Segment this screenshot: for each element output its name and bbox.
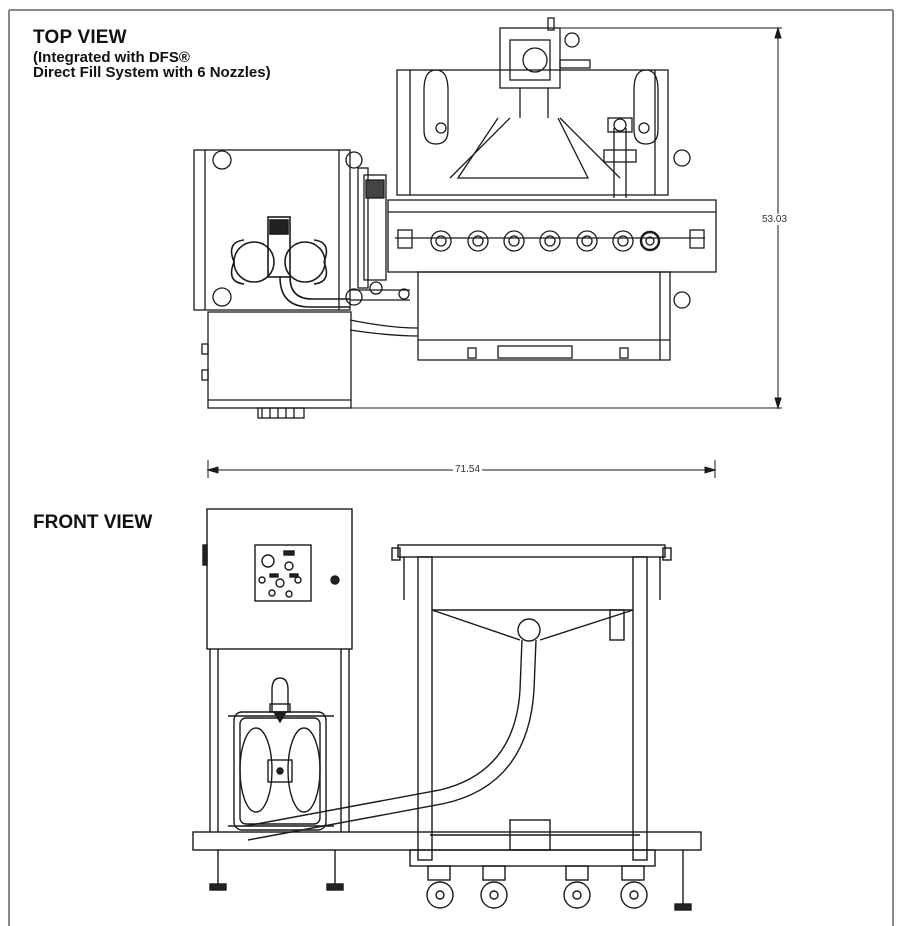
top-view-title: TOP VIEW <box>33 27 127 48</box>
top-tank-base <box>417 271 671 361</box>
front-diaphragm-pump <box>228 677 334 831</box>
width-dimension-label: 71.54 <box>453 464 483 475</box>
front-hose <box>245 639 523 827</box>
front-leveling-feet <box>209 850 692 911</box>
top-view-subtitle-line-2: Direct Fill System with 6 Nozzles) <box>33 64 271 81</box>
top-nozzles <box>430 230 661 252</box>
top-side-cylinder <box>363 174 387 281</box>
top-wheel-1 <box>212 150 232 170</box>
control-panel-faceplate <box>254 544 312 602</box>
top-hopper-frame <box>396 69 669 196</box>
page-border <box>8 9 894 926</box>
top-pump <box>230 216 350 308</box>
top-pump-enclosure <box>193 149 351 311</box>
front-view-title: FRONT VIEW <box>33 512 153 533</box>
top-view-drawing <box>193 17 717 419</box>
front-hopper-cart <box>391 544 672 861</box>
top-view-subtitle: (Integrated with DFS® Direct Fill System… <box>33 50 271 80</box>
height-dimension-label: 53.03 <box>760 214 790 225</box>
top-view-subtitle-line-1: (Integrated with DFS® <box>33 49 190 66</box>
top-control-box <box>207 311 352 409</box>
front-casters <box>426 865 648 909</box>
front-control-panel <box>206 508 353 650</box>
top-wheel-2 <box>212 287 232 307</box>
front-view-drawing <box>192 508 702 911</box>
top-filler-head <box>499 27 561 89</box>
